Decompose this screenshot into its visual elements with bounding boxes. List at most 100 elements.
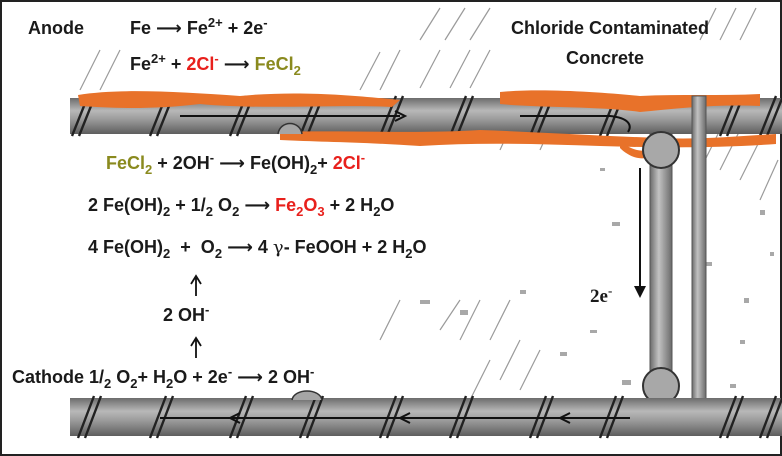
- concrete-speckles: [420, 168, 774, 388]
- top-pit-dome: [277, 122, 303, 135]
- hatch-line: [359, 51, 381, 91]
- concrete-speck: [460, 310, 468, 315]
- rebar-rib: [765, 95, 782, 137]
- reaction-3: FeCl2 + 2OH- ⟶ Fe(OH)2+ 2Cl-: [106, 150, 365, 177]
- hatch-line: [439, 299, 461, 331]
- hatch-line: [444, 7, 466, 41]
- rebar-rib: [765, 395, 782, 439]
- reaction-5: 4 Fe(OH)2 + O2 ⟶ 4 γ- FeOOH + 2 H2O: [88, 236, 427, 261]
- r5-gamma: γ: [272, 237, 284, 258]
- vertical-bar-right: [691, 95, 707, 409]
- hatch-line: [469, 359, 491, 401]
- r1-charge: 2+: [207, 15, 223, 30]
- reaction-4: 2 Fe(OH)2 + 1/2 O2 ⟶ Fe2O3 + 2 H2O: [88, 194, 395, 219]
- r1-fe: Fe: [130, 18, 152, 38]
- r3-plus: +: [317, 153, 328, 173]
- rebar-rib: [758, 95, 778, 137]
- hatch-line: [739, 7, 757, 41]
- hatch-line: [739, 139, 761, 181]
- cathode-h-sub: 2: [166, 376, 174, 391]
- cathode-o: O: [116, 367, 131, 387]
- cathode-e-minus: -: [227, 364, 233, 379]
- r5-water-sub: 2: [405, 246, 413, 261]
- rust-layer-top: [78, 91, 400, 108]
- hatch-line: [469, 7, 491, 41]
- r5-lhs-sub: 2: [163, 246, 171, 261]
- r4-lhs: 2 Fe(OH): [88, 195, 164, 215]
- concrete-speck: [600, 168, 605, 171]
- vertical-bar-left: [649, 133, 673, 405]
- r2-cl: 2Cl: [186, 54, 215, 74]
- rebar-rib: [148, 395, 168, 439]
- r1-minus: -: [263, 15, 268, 30]
- concrete-speck: [560, 352, 567, 356]
- r5-water-o: O: [412, 237, 427, 257]
- r4-fe-sub: 2: [296, 204, 304, 219]
- r2-plus: +: [170, 54, 182, 74]
- cathode-product-minus: -: [310, 364, 315, 379]
- cathode-o-plus: O + 2e: [173, 367, 228, 387]
- r3-fecl: FeCl: [106, 153, 146, 173]
- hatch-line: [419, 49, 441, 89]
- r4-o-sub: 2: [232, 204, 240, 219]
- concrete-speck: [590, 330, 597, 333]
- r2-charge: 2+: [151, 51, 166, 66]
- cathode-o-sub: 2: [130, 376, 138, 391]
- electron-flow-arrowhead: [634, 286, 646, 298]
- r4-o3-sub: 3: [317, 204, 325, 219]
- r2-fe-ion: Fe: [130, 54, 152, 74]
- oh-text: 2 OH: [163, 305, 206, 325]
- concrete-speck: [744, 298, 749, 303]
- hatch-line: [699, 7, 717, 41]
- r4-o3: O: [303, 195, 318, 215]
- hatch-line: [459, 299, 481, 341]
- anode-label: Anode: [28, 18, 84, 38]
- concrete-speck: [730, 384, 736, 388]
- r3-product-sub: 2: [309, 162, 318, 177]
- r4-water-o: O: [380, 195, 395, 215]
- r4-lhs-sub: 2: [163, 204, 171, 219]
- hatch-line: [79, 49, 101, 91]
- rebar-rib: [718, 395, 738, 439]
- up-arrow-cathode-to-oh: [190, 336, 202, 358]
- junction-top: [642, 131, 680, 169]
- hatch-line: [759, 159, 779, 201]
- hatch-line: [379, 299, 401, 341]
- hatch-line: [419, 7, 441, 41]
- bottom-arrowhead: [227, 412, 241, 424]
- concrete-speck: [770, 252, 774, 256]
- top-electron-arrow: [180, 110, 408, 122]
- concrete-speck: [520, 290, 526, 294]
- r5-arrow: ⟶: [227, 237, 253, 257]
- title-line-2: Concrete: [566, 48, 645, 68]
- r2-fecl-sub: 2: [293, 63, 301, 78]
- rebar-rib: [455, 95, 475, 137]
- r4-arrow: ⟶: [244, 195, 271, 215]
- bottom-arrowheads: [227, 412, 571, 424]
- hatch-line: [449, 49, 471, 89]
- rebar-rib: [758, 395, 778, 439]
- r2-arrow: ⟶: [223, 54, 250, 74]
- bottom-arrowhead: [557, 412, 571, 424]
- hatch-line: [379, 49, 401, 91]
- cathode-arrow: ⟶: [237, 367, 263, 387]
- title-line-1: Chloride Contaminated: [511, 18, 710, 38]
- anode-reaction-1: Fe ⟶ Fe2+ + 2e-: [130, 15, 268, 41]
- concrete-speck: [612, 222, 620, 226]
- hatch-line: [499, 339, 521, 381]
- hatch-line: [519, 349, 541, 391]
- r4-half-sub: 2: [205, 204, 214, 219]
- anode-reaction-2: Fe2+ + 2Cl- ⟶ FeCl2: [130, 51, 301, 78]
- top-electron-arrow-2: [520, 115, 631, 133]
- cathode-dome: [291, 390, 323, 401]
- cathode-half-sub: 2: [104, 376, 112, 391]
- r3-arrow: ⟶: [219, 153, 245, 173]
- r5-rhs: 4: [257, 237, 268, 257]
- cathode-reaction: Cathode 1/2 O2+ H2O + 2e- ⟶ 2 OH-: [12, 364, 315, 391]
- r5-o: O: [200, 237, 215, 257]
- concrete-speck: [740, 340, 745, 344]
- r5-lhs: 4 Fe(OH): [88, 237, 164, 257]
- r4-water: + 2 H: [329, 195, 374, 215]
